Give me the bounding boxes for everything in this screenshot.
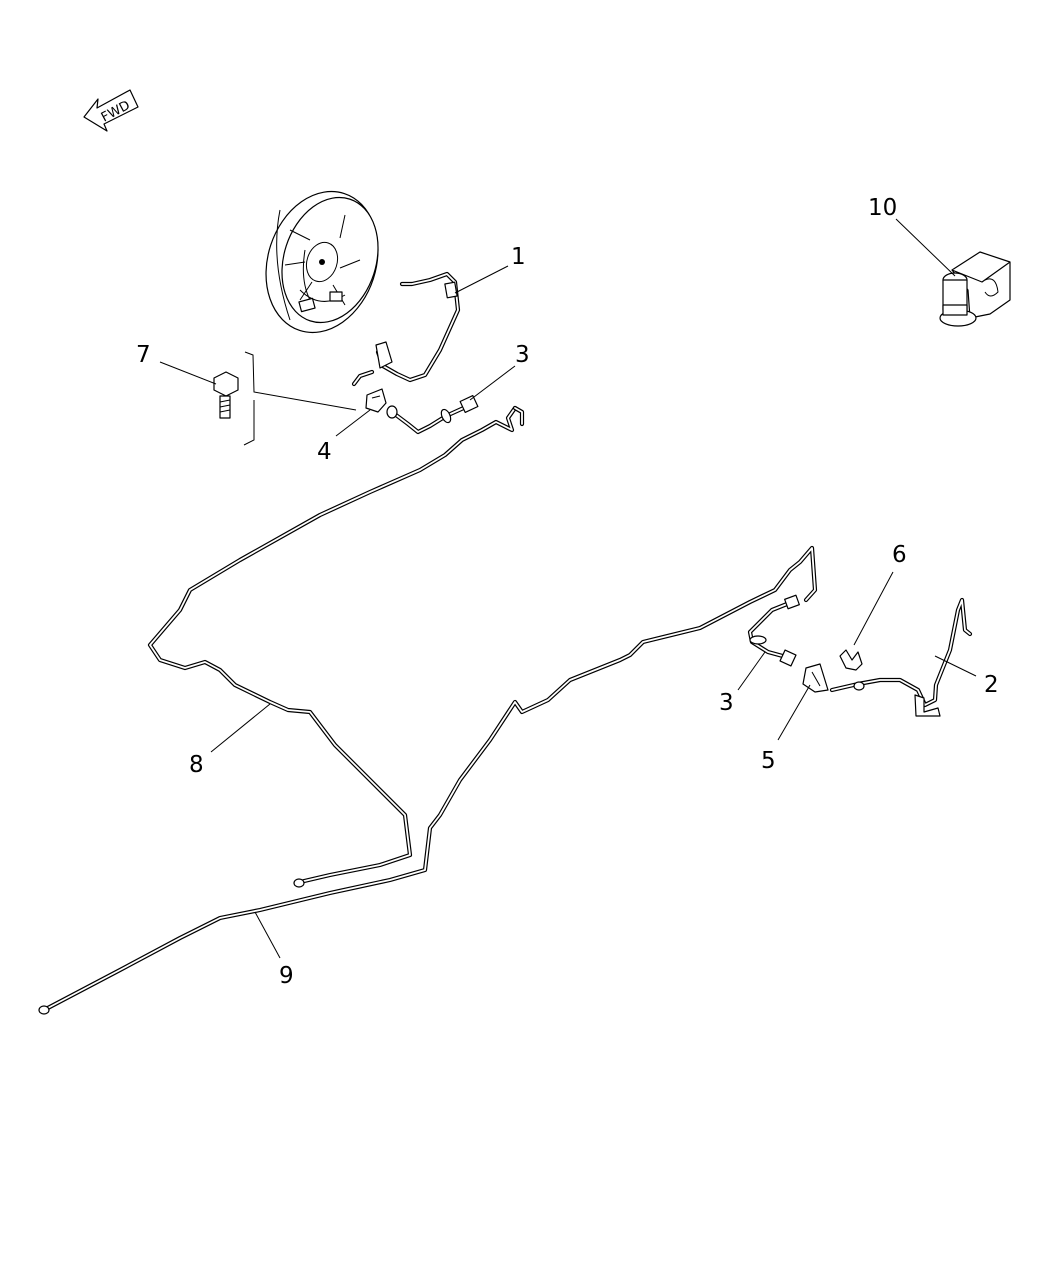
brake-backing-plate: [265, 190, 379, 334]
clip-part-6: [839, 649, 863, 671]
fitting-part-10: [939, 251, 1011, 327]
bracket-part-5: [802, 663, 829, 693]
callout-3-lower: 3: [719, 690, 734, 716]
brake-line-part-9: [38, 545, 818, 1015]
callout-3-upper: 3: [515, 342, 530, 368]
callout-2: 2: [984, 672, 999, 698]
callout-8: 8: [189, 752, 204, 778]
flex-hose-part-3-upper: [386, 395, 479, 435]
brake-line-part-2: [829, 597, 973, 717]
callout-9: 9: [279, 963, 294, 989]
callout-6: 6: [892, 542, 907, 568]
brake-line-part-8: [147, 405, 525, 888]
rear-brake-line-part-1: [351, 271, 461, 387]
leader-lines: [159, 218, 977, 959]
clip-part-4: [365, 388, 387, 413]
callout-10: 10: [868, 195, 897, 221]
callout-7: 7: [136, 342, 151, 368]
fwd-arrow-icon: FWD: [83, 89, 139, 132]
callout-4: 4: [317, 439, 332, 465]
flex-hose-part-3-lower: [747, 594, 800, 667]
bolt-part-7: [213, 371, 239, 419]
callout-5: 5: [761, 748, 776, 774]
callout-1: 1: [511, 244, 526, 270]
bolt-bracket-line: [243, 351, 357, 446]
